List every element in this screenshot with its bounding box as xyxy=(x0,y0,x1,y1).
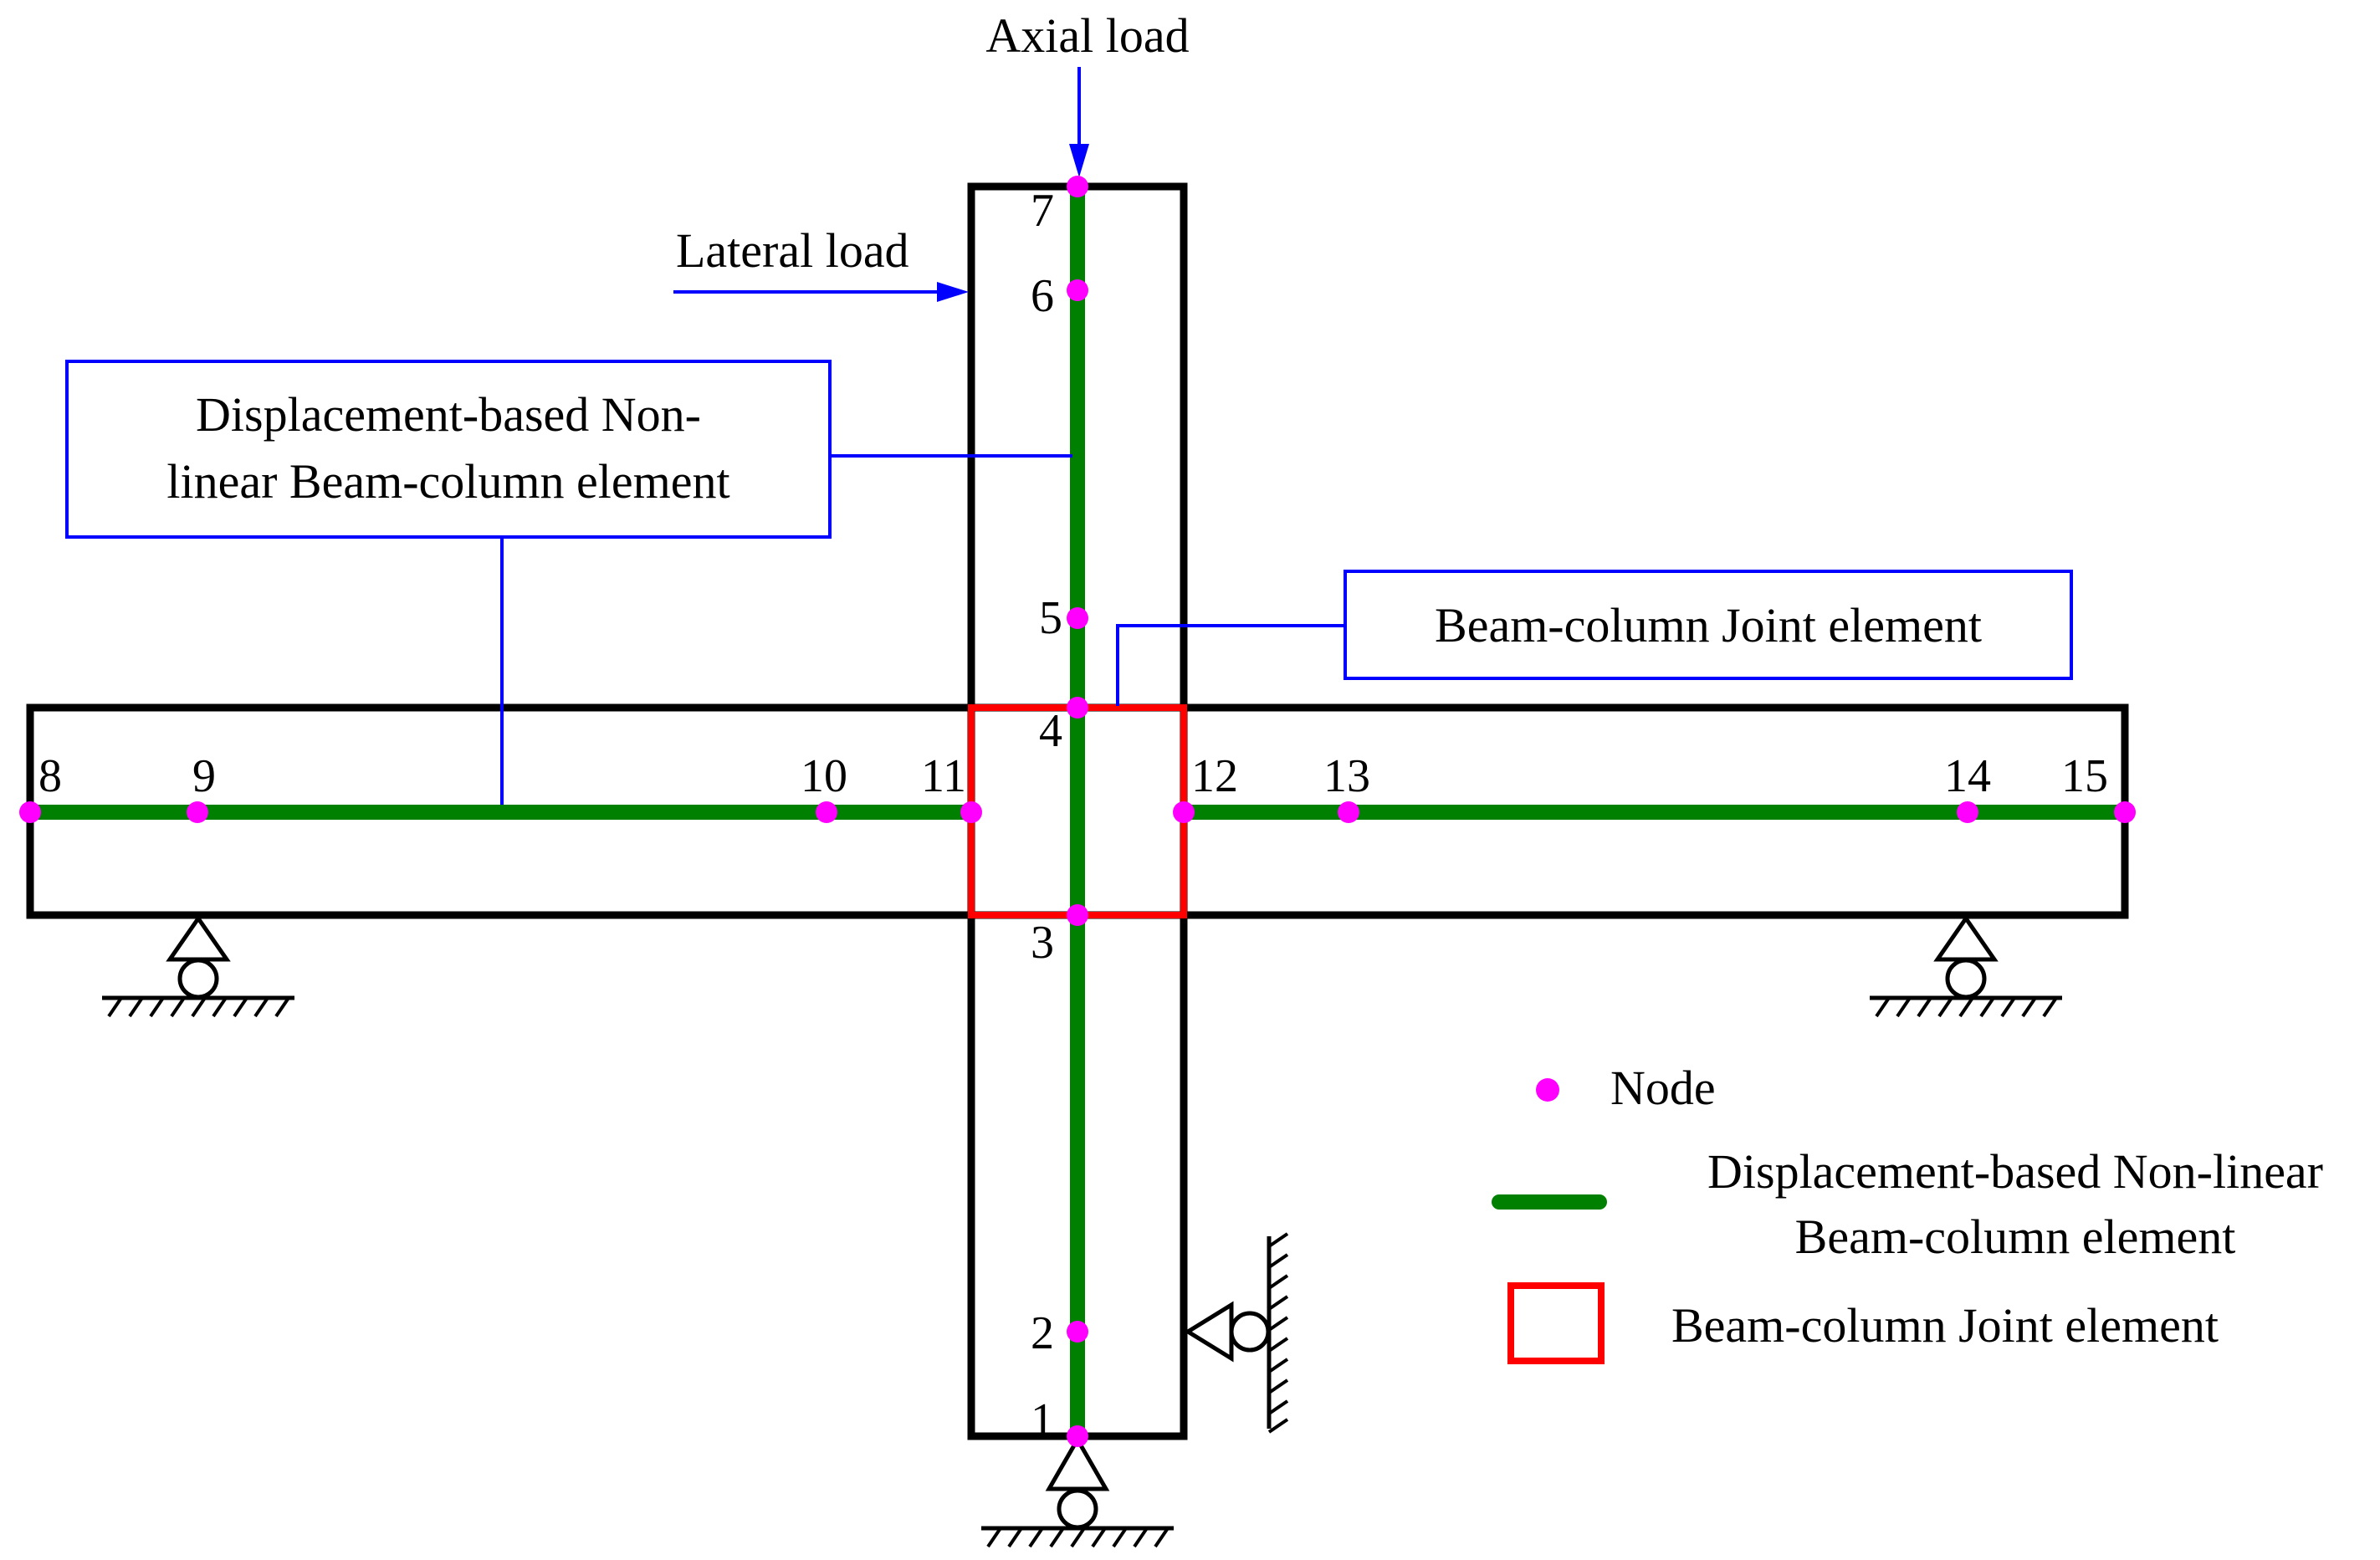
node-10 xyxy=(816,801,837,823)
node-13 xyxy=(1338,801,1359,823)
node-1 xyxy=(1067,1425,1088,1447)
beam-element-callout-line1: Displacement-based Non- xyxy=(196,387,701,442)
node-label-15: 15 xyxy=(2061,750,2108,802)
column-side-roller-support xyxy=(1184,1232,1289,1434)
node-label-2: 2 xyxy=(1031,1307,1054,1359)
node-label-3: 3 xyxy=(1031,917,1054,969)
beam-right-roller-support xyxy=(1870,914,2062,1018)
node-label-4: 4 xyxy=(1039,705,1062,757)
node-label-8: 8 xyxy=(38,750,62,802)
axial-load-label: Axial load xyxy=(985,8,1189,63)
legend-node-label: Node xyxy=(1610,1061,1716,1115)
node-9 xyxy=(187,801,208,823)
node-label-7: 7 xyxy=(1031,185,1054,237)
node-6 xyxy=(1067,279,1088,301)
axial-load-arrow xyxy=(1069,67,1089,177)
node-8 xyxy=(19,801,41,823)
legend-beam-element-line1: Displacement-based Non-linear xyxy=(1707,1144,2323,1199)
beam-element-callout-line2: linear Beam-column element xyxy=(166,454,729,509)
joint-element-callout-label: Beam-column Joint element xyxy=(1435,598,1982,652)
legend-beam-element-line2: Beam-column element xyxy=(1795,1210,2236,1264)
node-11 xyxy=(960,801,982,823)
legend-joint-element-swatch xyxy=(1507,1282,1605,1364)
column-base-roller-support xyxy=(981,1435,1174,1548)
lateral-load-label: Lateral load xyxy=(676,223,909,278)
beam-element-callout-box xyxy=(65,360,832,539)
node-label-6: 6 xyxy=(1031,270,1054,322)
node-5 xyxy=(1067,607,1088,629)
node-14 xyxy=(1957,801,1978,823)
joint-element-callout-box xyxy=(1344,570,2073,680)
node-4 xyxy=(1067,697,1088,719)
node-15 xyxy=(2114,801,2136,823)
legend: Node Displacement-based Non-linear Beam-… xyxy=(1492,1061,2323,1364)
node-2 xyxy=(1067,1321,1088,1343)
joint-element-callout-leader xyxy=(1116,624,1345,706)
node-label-14: 14 xyxy=(1944,750,1991,802)
beam-left-roller-support xyxy=(102,914,294,1018)
node-12 xyxy=(1173,801,1195,823)
node-label-1: 1 xyxy=(1031,1394,1054,1446)
node-label-5: 5 xyxy=(1039,592,1062,644)
node-label-12: 12 xyxy=(1191,750,1238,802)
nodes xyxy=(19,176,2136,1447)
node-label-13: 13 xyxy=(1323,750,1370,802)
node-7 xyxy=(1067,176,1088,197)
legend-joint-element-label: Beam-column Joint element xyxy=(1671,1298,2219,1353)
node-label-9: 9 xyxy=(192,750,216,802)
node-3 xyxy=(1067,904,1088,926)
node-label-10: 10 xyxy=(801,750,847,802)
lateral-load-arrow xyxy=(673,282,969,302)
node-label-11: 11 xyxy=(921,750,966,802)
legend-node-marker xyxy=(1536,1078,1559,1102)
